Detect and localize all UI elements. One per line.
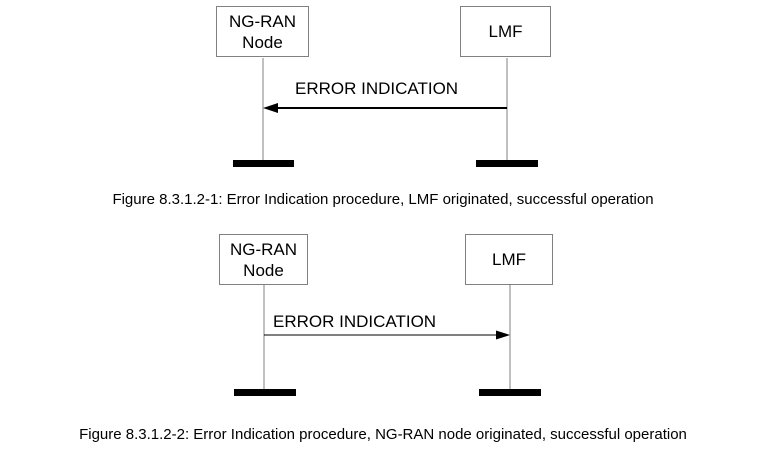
- entity-label: LMF: [488, 22, 523, 41]
- sequence-diagram-1: NG-RAN Node LMF ERROR INDICATION Figure …: [0, 0, 766, 215]
- entity-label-line1: NG-RAN: [229, 239, 298, 259]
- lifeline-end-bar-ng-ran-node: [234, 389, 296, 396]
- entity-lmf: LMF: [460, 6, 551, 57]
- entity-lmf: LMF: [465, 234, 553, 285]
- arrowhead-right: [496, 330, 510, 340]
- entity-ng-ran-node: NG-RAN Node: [216, 6, 309, 57]
- entity-ng-ran-node: NG-RAN Node: [219, 234, 308, 285]
- entity-label: LMF: [492, 250, 526, 269]
- entity-label-line2: Node: [243, 260, 284, 280]
- lifeline-end-bar-lmf: [476, 160, 538, 167]
- entity-label-line2: Node: [242, 32, 283, 52]
- figure-caption: Figure 8.3.1.2-2: Error Indication proce…: [79, 426, 687, 443]
- lifeline-end-bar-lmf: [479, 389, 541, 396]
- message-label: ERROR INDICATION: [295, 79, 459, 98]
- sequence-diagram-2: NG-RAN Node LMF ERROR INDICATION Figure …: [0, 230, 766, 450]
- figure-caption: Figure 8.3.1.2-1: Error Indication proce…: [112, 191, 654, 208]
- diagram-2-lines: [234, 285, 541, 396]
- diagram-1-lines: [233, 58, 538, 167]
- arrowhead-left: [263, 103, 278, 113]
- lifeline-end-bar-ng-ran-node: [233, 160, 294, 167]
- message-label: ERROR INDICATION: [273, 312, 437, 331]
- entity-label-line1: NG-RAN: [228, 11, 297, 31]
